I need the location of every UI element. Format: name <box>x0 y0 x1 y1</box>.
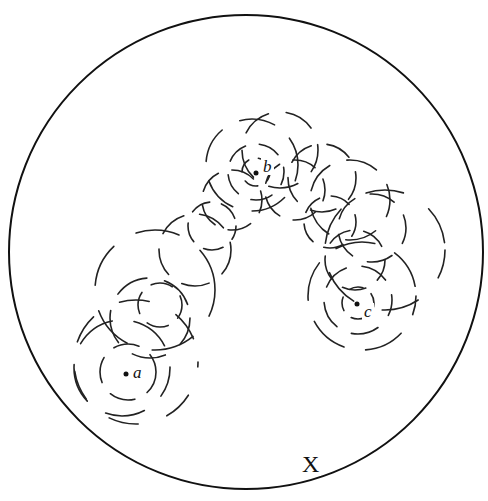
figure-number: X <box>300 452 321 476</box>
point-label: b <box>261 158 274 175</box>
point-label: c <box>362 303 374 320</box>
dashed-arcs <box>74 112 445 424</box>
outer-circle <box>9 15 483 489</box>
point-dots <box>124 171 360 377</box>
point-label: a <box>131 364 144 381</box>
